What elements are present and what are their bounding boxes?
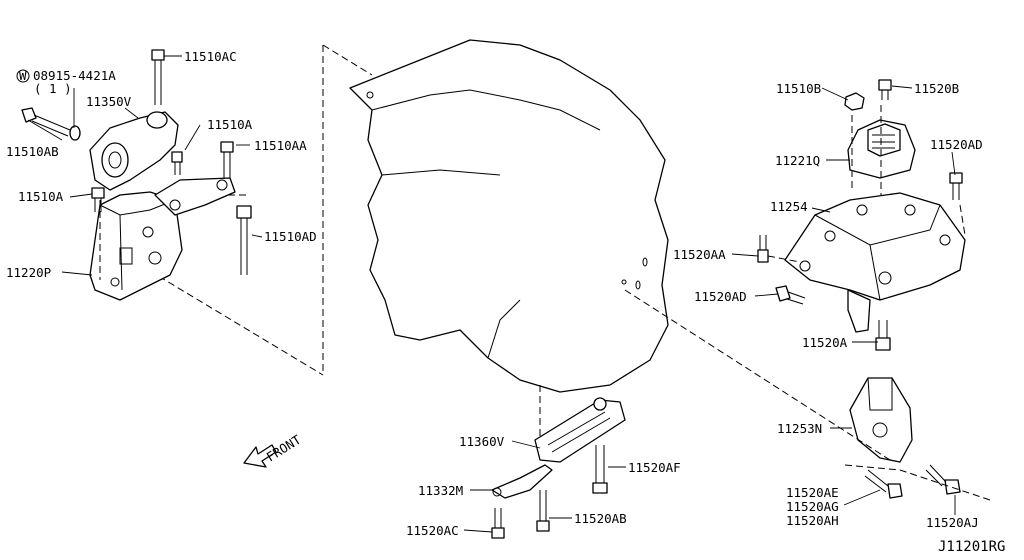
bolt-11520a (875, 320, 891, 351)
label-11520ae: 11520AE (786, 485, 839, 500)
label-11510b: 11510B (776, 81, 821, 96)
label-11220p: 11220P (6, 265, 51, 280)
bolt-11520aj (925, 464, 961, 495)
label-11221q: 11221Q (775, 153, 820, 168)
bolt-11520ae (864, 469, 903, 499)
front-label: FRONT (264, 432, 304, 465)
bolt-11510ad (236, 205, 252, 275)
label-11510ac: 11510AC (184, 49, 237, 64)
label-11520ab: 11520AB (574, 511, 627, 526)
label-11520b: 11520B (914, 81, 959, 96)
label-11520a: 11520A (802, 335, 848, 350)
mount-11253n (849, 377, 913, 463)
label-11520ac: 11520AC (406, 523, 459, 538)
label-11510ab: 11510AB (6, 144, 59, 159)
label-11332m: 11332M (418, 483, 463, 498)
label-11520ah: 11520AH (786, 513, 839, 528)
bracket-11254 (784, 192, 966, 333)
bolt-11520ad-mid (775, 285, 806, 305)
washer-number: 08915-4421A (33, 68, 116, 83)
washer-qty: ( 1 ) (34, 81, 72, 96)
label-11520aa: 11520AA (673, 247, 726, 262)
label-11520ad-top: 11520AD (930, 137, 983, 152)
label-11510ad: 11510AD (264, 229, 317, 244)
label-11254: 11254 (770, 199, 808, 214)
bolt-11520af (592, 445, 608, 494)
diagram-code: J11201RG (938, 539, 1005, 555)
label-11350v: 11350V (86, 94, 132, 109)
label-11510a-left: 11510A (18, 189, 64, 204)
bolt-11510a-top (171, 151, 183, 175)
front-arrow-icon (243, 444, 277, 468)
bolt-11510ac (151, 49, 165, 105)
bolt-11510ab (21, 107, 81, 141)
washer-prefix: W (19, 68, 27, 83)
label-11520ag: 11520AG (786, 499, 839, 514)
label-11510aa-left: 11510AA (254, 138, 307, 153)
washer-note: W 08915-4421A ( 1 ) (16, 68, 116, 96)
mount-11350v (89, 111, 179, 191)
label-11520ad-mid: 11520AD (694, 289, 747, 304)
bolt-11510aa (220, 141, 234, 178)
label-11360v: 11360V (459, 434, 505, 449)
engine-block (349, 39, 669, 393)
label-11510a-top: 11510A (207, 117, 253, 132)
bolt-11520ac (491, 508, 505, 539)
bolt-11520aa (757, 235, 769, 263)
bolt-11510a-left (91, 187, 105, 212)
mount-11220p (89, 177, 236, 301)
mount-11360v (534, 397, 626, 463)
bolt-11520ab (536, 490, 550, 532)
bolt-11520b (878, 79, 892, 100)
label-11253n: 11253N (777, 421, 822, 436)
bracket-11332m (491, 464, 553, 499)
nut-11510b (844, 92, 865, 111)
label-11520af: 11520AF (628, 460, 681, 475)
bolt-11520ad-top (949, 172, 963, 200)
label-11520aj: 11520AJ (926, 515, 979, 530)
